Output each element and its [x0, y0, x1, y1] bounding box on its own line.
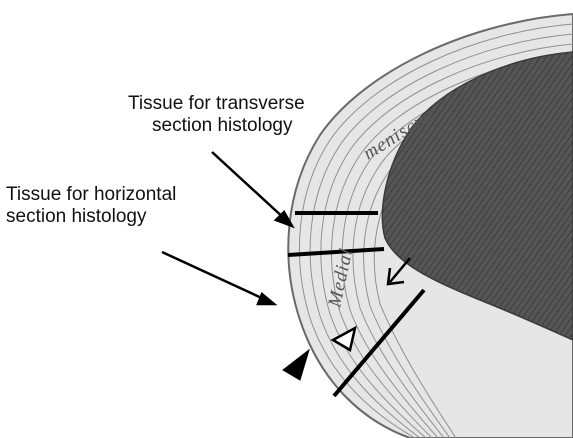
horizontal-label-line1: Tissue for horizontal [6, 184, 176, 206]
horizontal-label-line2: section histology [6, 206, 176, 228]
transverse-label-line1: Tissue for transverse [128, 93, 305, 115]
transverse-label: Tissue for transverse section histology [128, 93, 305, 137]
transverse-pointer-arrow [212, 152, 292, 226]
horizontal-pointer-arrow [162, 252, 274, 304]
transverse-label-line2: section histology [128, 115, 305, 137]
horizontal-label: Tissue for horizontal section histology [6, 184, 176, 228]
solid-arrowhead-icon [283, 350, 309, 380]
